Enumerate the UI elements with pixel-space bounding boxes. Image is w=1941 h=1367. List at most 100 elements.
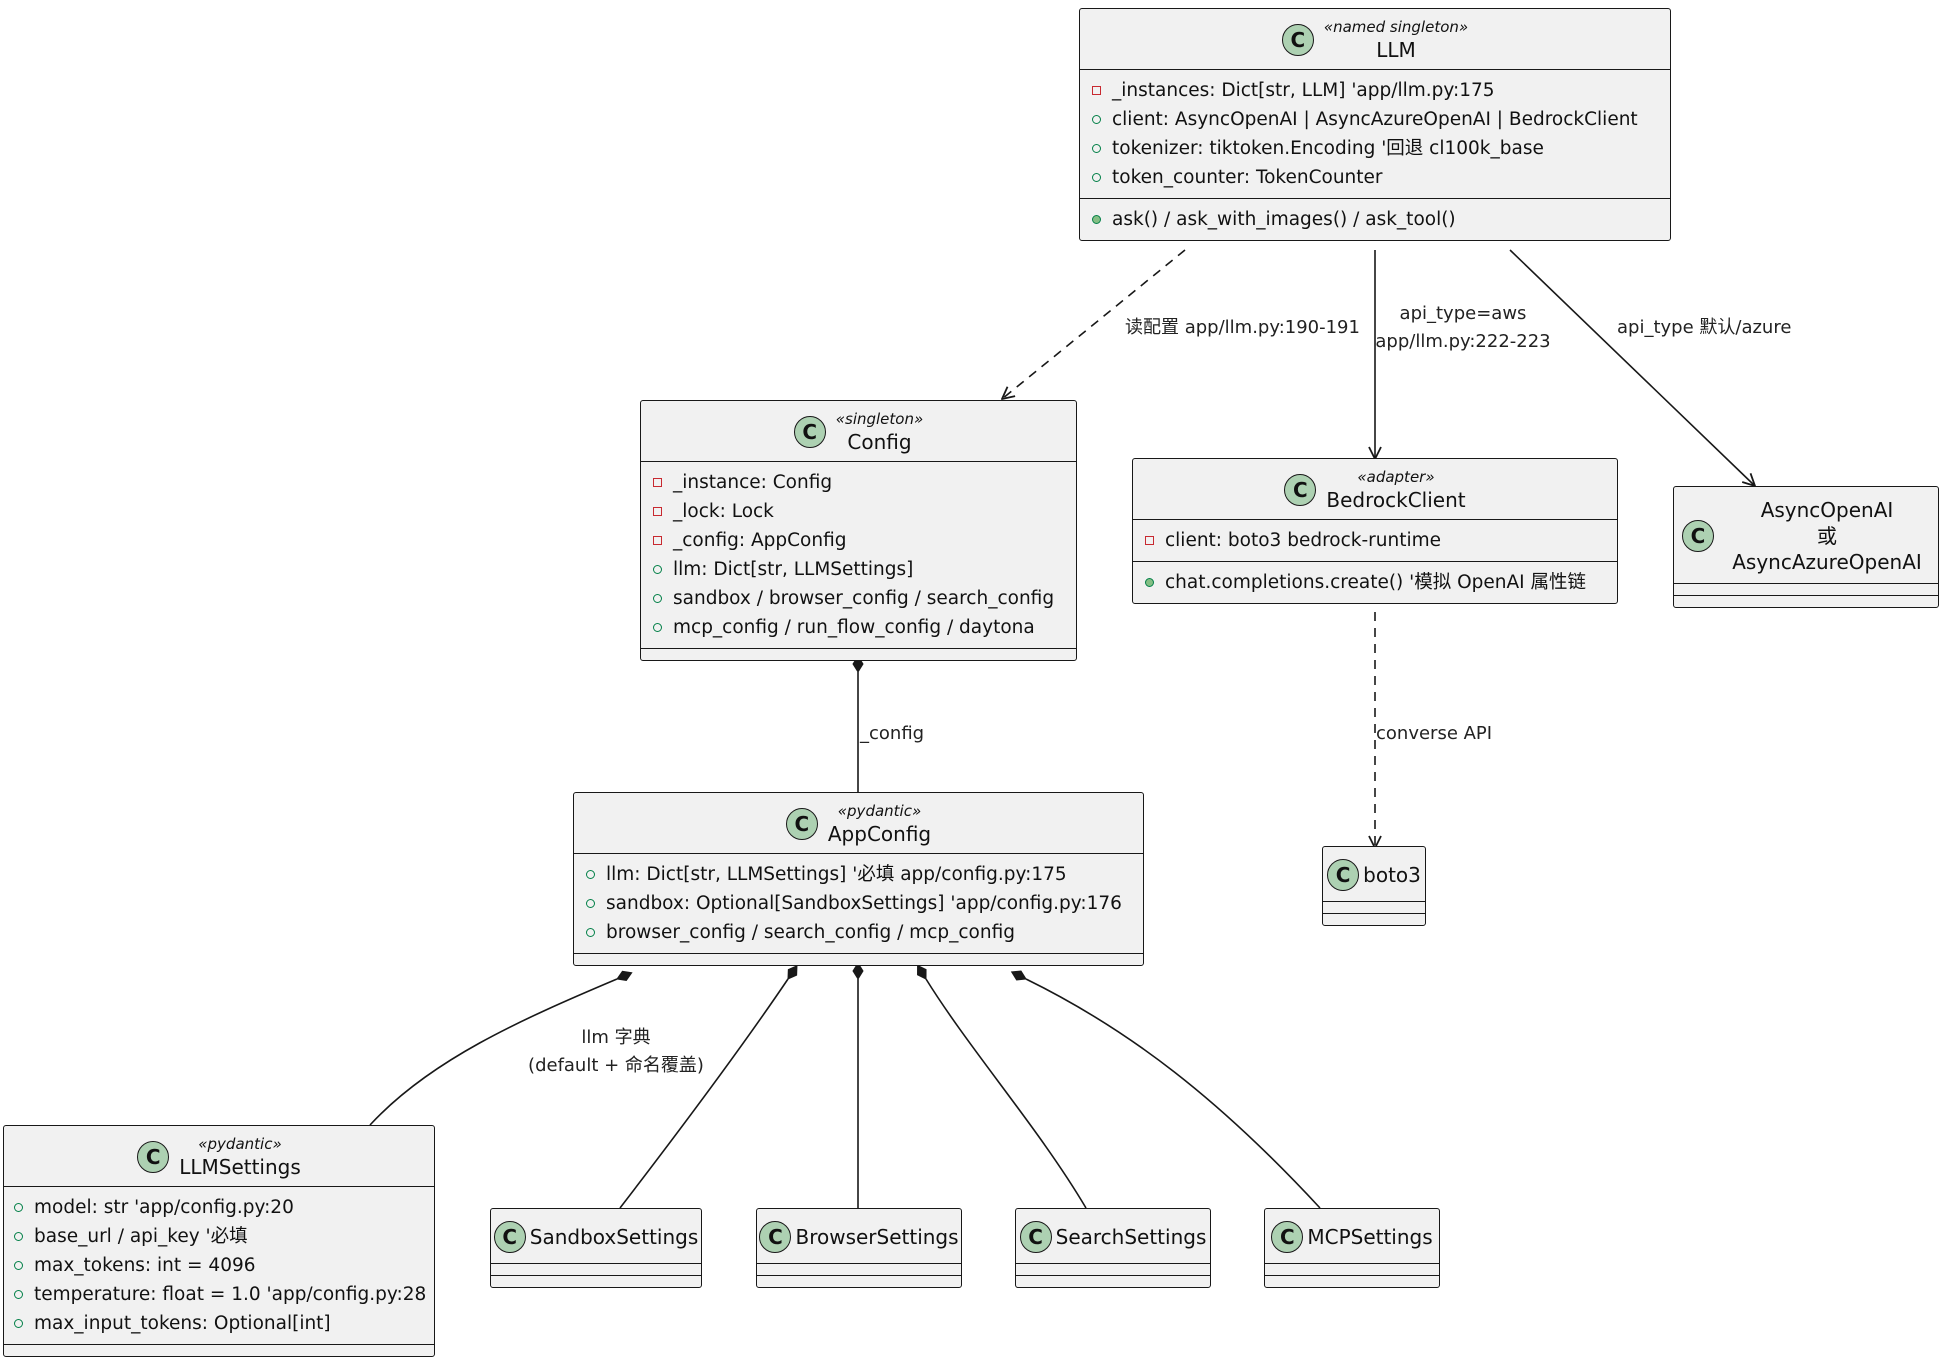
class-browser-header: C BrowserSettings <box>757 1209 961 1263</box>
class-search-header: C SearchSettings <box>1016 1209 1210 1263</box>
edge-appconfig-composes-sandboxsettings <box>619 964 798 1209</box>
class-method: chat.completions.create() '模拟 OpenAI 属性链 <box>1145 568 1609 597</box>
class-browser-methods <box>757 1275 961 1287</box>
edge-appconfig-composes-llmsettings <box>369 970 633 1126</box>
class-config-header: C «singleton» Config <box>641 401 1076 461</box>
class-attribute: mcp_config / run_flow_config / daytona <box>653 613 1068 642</box>
class-appconfig-stereotype: «pydantic» <box>837 802 922 820</box>
class-async-openai: C AsyncOpenAI 或 AsyncAzureOpenAI <box>1673 486 1939 608</box>
attribute-signature: base_url / api_key '必填 <box>34 1226 248 1247</box>
private-visibility-icon <box>1145 536 1154 545</box>
attribute-signature: mcp_config / run_flow_config / daytona <box>673 617 1035 638</box>
attribute-signature: _instance: Config <box>673 472 833 493</box>
class-llm-stereotype: «named singleton» <box>1323 18 1469 36</box>
edge-appconfig-composes-mcpsettings <box>1010 970 1321 1209</box>
method-signature: chat.completions.create() '模拟 OpenAI 属性链 <box>1165 572 1587 593</box>
public-visibility-icon <box>1092 144 1101 153</box>
class-boto3-name: boto3 <box>1363 863 1421 887</box>
class-config-stereotype: «singleton» <box>835 410 924 428</box>
attribute-signature: tokenizer: tiktoken.Encoding '回退 cl100k_… <box>1112 138 1544 159</box>
class-attribute: sandbox: Optional[SandboxSettings] 'app/… <box>586 889 1135 918</box>
class-bedrock-attributes: client: boto3 bedrock-runtime <box>1133 519 1617 561</box>
attribute-signature: temperature: float = 1.0 'app/config.py:… <box>34 1284 427 1305</box>
class-llm-settings: C «pydantic» LLMSettings model: str 'app… <box>3 1125 435 1357</box>
attribute-signature: llm: Dict[str, LLMSettings] '必填 app/conf… <box>606 864 1067 885</box>
class-search-settings: C SearchSettings <box>1015 1208 1211 1288</box>
class-llm-header: C «named singleton» LLM <box>1080 9 1670 69</box>
class-icon: C <box>1281 24 1314 56</box>
edge-llm-to-asyncopenai <box>1509 249 1755 486</box>
public-visibility-icon <box>14 1203 23 1212</box>
class-search-methods <box>1016 1275 1210 1287</box>
edge-label-llm-config: 读配置 app/llm.py:190-191 <box>1125 317 1360 338</box>
class-attribute: _instances: Dict[str, LLM] 'app/llm.py:1… <box>1092 76 1662 105</box>
public-visibility-icon <box>586 899 595 908</box>
public-visibility-icon <box>653 594 662 603</box>
class-async-openai-attributes <box>1674 583 1938 595</box>
class-boto3-header: C boto3 <box>1323 847 1425 901</box>
edge-appconfig-composes-searchsettings <box>917 964 1087 1209</box>
class-icon: C <box>785 808 818 840</box>
private-visibility-icon <box>653 478 662 487</box>
class-icon: C <box>137 1141 170 1173</box>
public-visibility-icon <box>14 1290 23 1299</box>
class-config-methods <box>641 648 1076 660</box>
class-browser-attributes <box>757 1263 961 1275</box>
method-signature: ask() / ask_with_images() / ask_tool() <box>1112 209 1456 230</box>
public-visibility-icon <box>1092 215 1101 224</box>
class-llm-methods: ask() / ask_with_images() / ask_tool() <box>1080 198 1670 240</box>
class-async-openai-methods <box>1674 595 1938 607</box>
class-attribute: browser_config / search_config / mcp_con… <box>586 918 1135 947</box>
edge-label-llm-bedrock-line1: api_type=aws <box>1399 303 1527 324</box>
private-visibility-icon <box>653 507 662 516</box>
attribute-signature: browser_config / search_config / mcp_con… <box>606 922 1015 943</box>
class-mcp-settings: C MCPSettings <box>1264 1208 1440 1288</box>
attribute-signature: token_counter: TokenCounter <box>1112 167 1383 188</box>
class-boto3-methods <box>1323 913 1425 925</box>
class-sandbox-name: SandboxSettings <box>529 1225 699 1249</box>
class-icon: C <box>1327 859 1360 891</box>
class-boto3: C boto3 <box>1322 846 1426 926</box>
class-llm-name: LLM <box>1376 38 1416 62</box>
public-visibility-icon <box>586 928 595 937</box>
class-browser-name: BrowserSettings <box>795 1225 959 1249</box>
class-config-name: Config <box>847 430 912 454</box>
class-mcp-methods <box>1265 1275 1439 1287</box>
attribute-signature: llm: Dict[str, LLMSettings] <box>673 559 914 580</box>
class-icon: C <box>493 1221 526 1253</box>
class-llm-attributes: _instances: Dict[str, LLM] 'app/llm.py:1… <box>1080 69 1670 198</box>
class-app-config: C «pydantic» AppConfig llm: Dict[str, LL… <box>573 792 1144 966</box>
edge-label-appconfig-llmsettings: llm 字典 (default + 命名覆盖) <box>528 1024 704 1080</box>
public-visibility-icon <box>586 870 595 879</box>
class-attribute: _config: AppConfig <box>653 526 1068 555</box>
class-llmsettings-stereotype: «pydantic» <box>198 1135 282 1153</box>
class-attribute: _lock: Lock <box>653 497 1068 526</box>
class-bedrock-header: C «adapter» BedrockClient <box>1133 459 1617 519</box>
attribute-signature: sandbox: Optional[SandboxSettings] 'app/… <box>606 893 1122 914</box>
edge-label-bedrock-boto3: converse API <box>1376 723 1493 744</box>
class-mcp-attributes <box>1265 1263 1439 1275</box>
class-bedrock-methods: chat.completions.create() '模拟 OpenAI 属性链 <box>1133 561 1617 603</box>
class-attribute: llm: Dict[str, LLMSettings] <box>653 555 1068 584</box>
class-appconfig-name: AppConfig <box>827 822 932 846</box>
edge-label-llm-bedrock-line2: app/llm.py:222-223 <box>1375 331 1551 352</box>
attribute-signature: max_tokens: int = 4096 <box>34 1255 256 1276</box>
class-async-openai-name-line2: 或 AsyncAzureOpenAI <box>1732 524 1922 574</box>
public-visibility-icon <box>1145 578 1154 587</box>
edge-llm-to-config <box>1002 249 1186 399</box>
class-icon: C <box>759 1221 792 1253</box>
class-appconfig-methods <box>574 953 1143 965</box>
class-sandbox-methods <box>491 1275 701 1287</box>
class-browser-settings: C BrowserSettings <box>756 1208 962 1288</box>
public-visibility-icon <box>1092 173 1101 182</box>
attribute-signature: client: boto3 bedrock-runtime <box>1165 530 1442 551</box>
class-attribute: max_tokens: int = 4096 <box>14 1251 426 1280</box>
edge-label-appconfig-llmsettings-line1: llm 字典 <box>581 1027 651 1048</box>
class-attribute: model: str 'app/config.py:20 <box>14 1193 426 1222</box>
public-visibility-icon <box>14 1319 23 1328</box>
class-llm: C «named singleton» LLM _instances: Dict… <box>1079 8 1671 241</box>
class-llmsettings-name: LLMSettings <box>179 1155 301 1179</box>
attribute-signature: sandbox / browser_config / search_config <box>673 588 1055 609</box>
